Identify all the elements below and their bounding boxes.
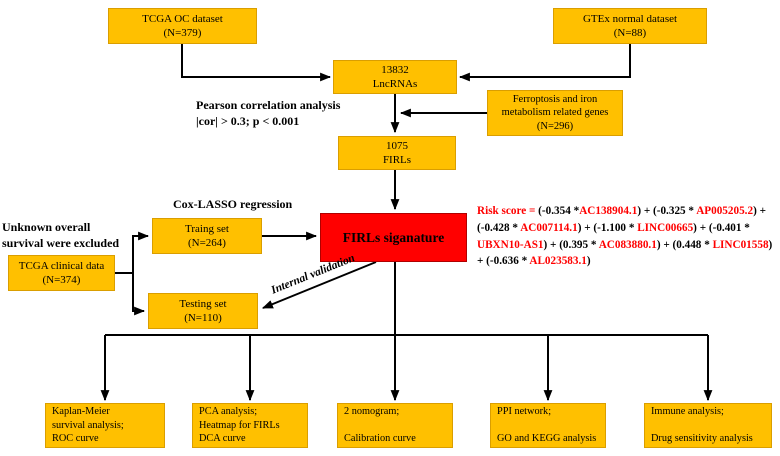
box-firls: 1075 FIRLs xyxy=(338,136,456,170)
box-training-set: Traing set (N=264) xyxy=(152,218,262,254)
arrow-clinical-to-training xyxy=(132,231,150,273)
box-tcga-oc-dataset: TCGA OC dataset (N=379) xyxy=(108,8,257,44)
label-cox-lasso: Cox-LASSO regression xyxy=(173,197,293,211)
box-kaplan-meier: Kaplan-Meier survival analysis; ROC curv… xyxy=(45,403,165,448)
box-lncrnas: 13832 LncRNAs xyxy=(333,60,457,94)
box-immune-analysis: Immune analysis; Drug sensitivity analys… xyxy=(644,403,772,448)
arrow-tcga-to-lncrnas xyxy=(181,44,332,82)
arrow-gtex-to-lncrnas xyxy=(458,44,631,82)
box-gtex-normal-dataset: GTEx normal dataset (N=88) xyxy=(553,8,707,44)
box-tcga-clinical-data: TCGA clinical data (N=374) xyxy=(8,255,115,291)
label-pearson-correlation: Pearson correlation analysis |cor| > 0.3… xyxy=(196,98,341,129)
label-excluded-samples: Unknown overall survival were excluded xyxy=(2,220,120,251)
box-ferroptosis-genes: Ferroptosis and iron metabolism related … xyxy=(487,90,623,136)
risk-score-formula: Risk score = (-0.354 *AC138904.1) + (-0.… xyxy=(477,205,773,268)
label-internal-validation: Internal validation xyxy=(269,252,357,297)
arrow-clinical-to-testing xyxy=(132,273,146,316)
box-nomogram: 2 nomogram; Calibration curve xyxy=(337,403,453,448)
box-ppi-network: PPI network; GO and KEGG analysis xyxy=(490,403,606,448)
box-testing-set: Testing set (N=110) xyxy=(148,293,258,329)
box-pca-analysis: PCA analysis; Heatmap for FIRLs DCA curv… xyxy=(192,403,308,448)
box-firls-signature: FIRLs siganature xyxy=(320,213,467,262)
